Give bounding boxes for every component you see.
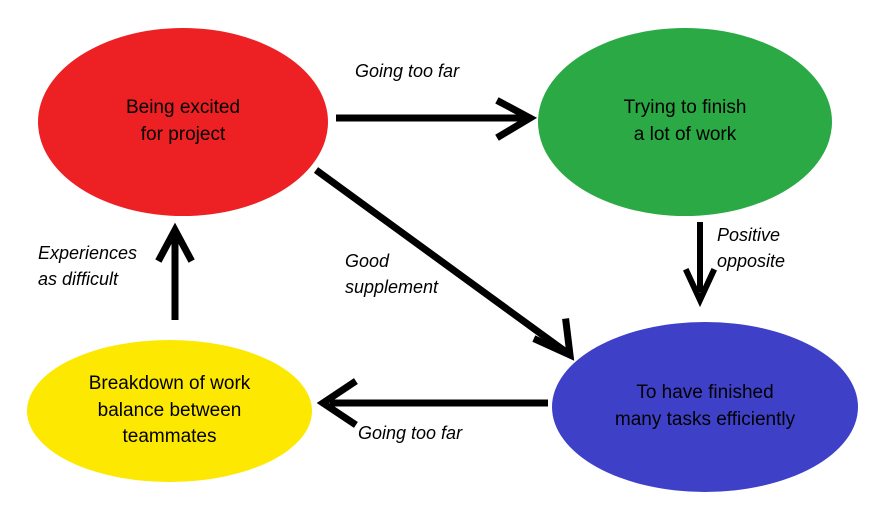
node-label: Breakdown of work balance between teamma…: [88, 372, 251, 448]
node-label: To have finished many tasks efficiently: [614, 382, 796, 430]
node-label: Being excited for project: [125, 97, 241, 145]
node-being-excited-for-project[interactable]: Being excited for project: [38, 28, 328, 216]
edge-label-excited-to-trying: Going too far: [355, 61, 460, 81]
edge-breakdown-to-excited: [155, 222, 195, 320]
node-to-have-finished-many-tasks-efficiently[interactable]: To have finished many tasks efficiently: [552, 322, 858, 492]
edge-trying-to-finished: [683, 222, 717, 308]
node-label: Trying to finish a lot of work: [623, 97, 747, 145]
node-trying-to-finish-a-lot-of-work[interactable]: Trying to finish a lot of work: [538, 28, 832, 216]
edge-label-finished-to-breakdown: Going too far: [358, 423, 463, 443]
edge-label-trying-to-finished: Positive opposite: [717, 225, 786, 272]
node-breakdown-of-work-balance-between-teammates[interactable]: Breakdown of work balance between teamma…: [27, 340, 312, 482]
edge-finished-to-breakdown: [316, 378, 548, 428]
edge-label-breakdown-to-excited: Experiences as difficult: [38, 243, 138, 290]
edge-label-excited-to-finished: Good supplement: [345, 251, 439, 298]
edge-excited-to-trying: [336, 97, 538, 141]
edge-excited-to-finished: [313, 167, 575, 361]
